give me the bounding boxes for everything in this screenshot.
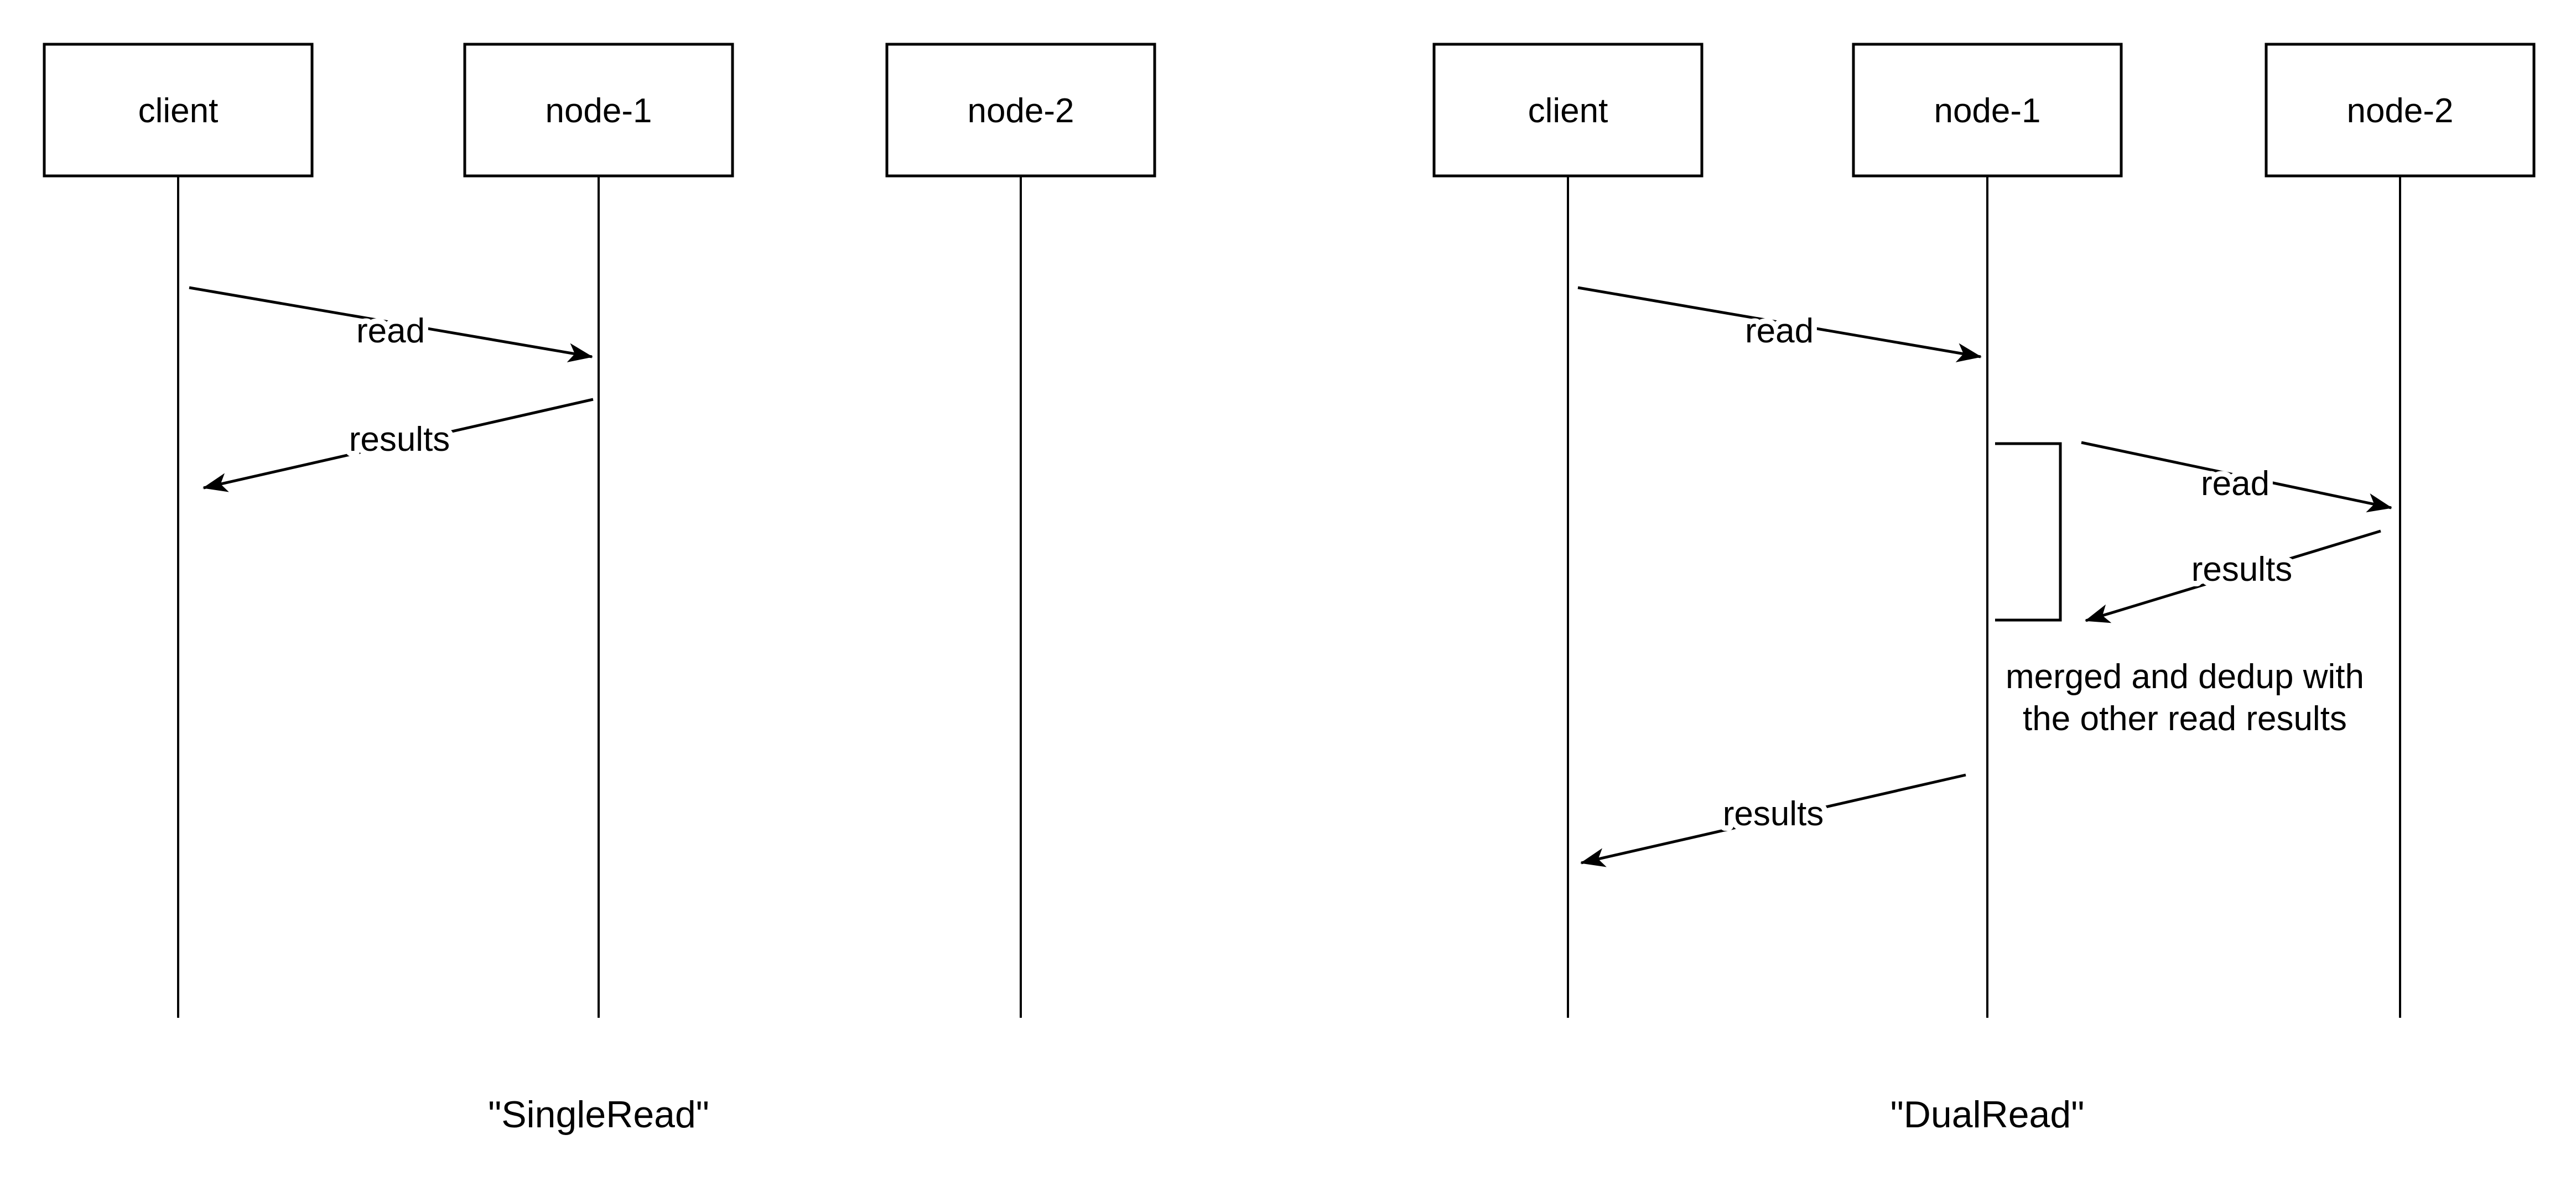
note-line-1: merged and dedup with (2006, 658, 2364, 696)
message-line (2085, 529, 2381, 623)
actor-label: node-2 (2346, 92, 2453, 130)
message-label: read (2201, 465, 2269, 503)
message-read: read (1577, 286, 1982, 362)
note-line-2: the other read results (2023, 700, 2347, 738)
actor-label: client (138, 92, 219, 130)
actor-node-1: node-1 (1852, 43, 2123, 178)
actor-node-1: node-1 (463, 43, 734, 178)
message-line (2081, 441, 2392, 513)
actor-box (2265, 43, 2536, 178)
actor-box (1852, 43, 2123, 178)
note-merged-dedup: merged and dedup with the other read res… (2006, 658, 2364, 738)
actor-label: client (1528, 92, 1608, 130)
message-results-fanin: results (2085, 529, 2381, 623)
message-line (1580, 773, 1966, 867)
actor-client: client (1432, 43, 1704, 178)
message-line (1577, 286, 1982, 362)
message-label: read (1745, 312, 1814, 350)
actor-box (463, 43, 734, 178)
message-line (189, 286, 593, 362)
actor-node-2: node-2 (2265, 43, 2536, 178)
diagram-single-read: client node-1 node-2 read results "Singl… (43, 43, 1156, 1136)
message-label: read (356, 312, 425, 350)
activation-bracket (1995, 442, 2062, 622)
message-label: results (1723, 795, 1824, 833)
diagram-dual-read: client node-1 node-2 read read results (1432, 43, 2536, 1136)
message-label: results (349, 420, 450, 459)
actor-label: node-1 (545, 92, 652, 130)
message-read-fanout: read (2081, 441, 2392, 513)
diagram-caption: "SingleRead" (488, 1094, 709, 1136)
actor-client: client (43, 43, 314, 178)
actor-node-2: node-2 (885, 43, 1156, 178)
actor-box (43, 43, 314, 178)
actor-label: node-1 (1934, 92, 2040, 130)
message-results: results (1580, 773, 1966, 867)
actor-label: node-2 (967, 92, 1074, 130)
diagram-caption: "DualRead" (1891, 1094, 2085, 1136)
message-label: results (2191, 550, 2293, 589)
message-line (202, 398, 594, 492)
actor-box (1432, 43, 1704, 178)
actor-box (885, 43, 1156, 178)
message-read: read (189, 286, 593, 362)
message-results: results (202, 398, 594, 492)
